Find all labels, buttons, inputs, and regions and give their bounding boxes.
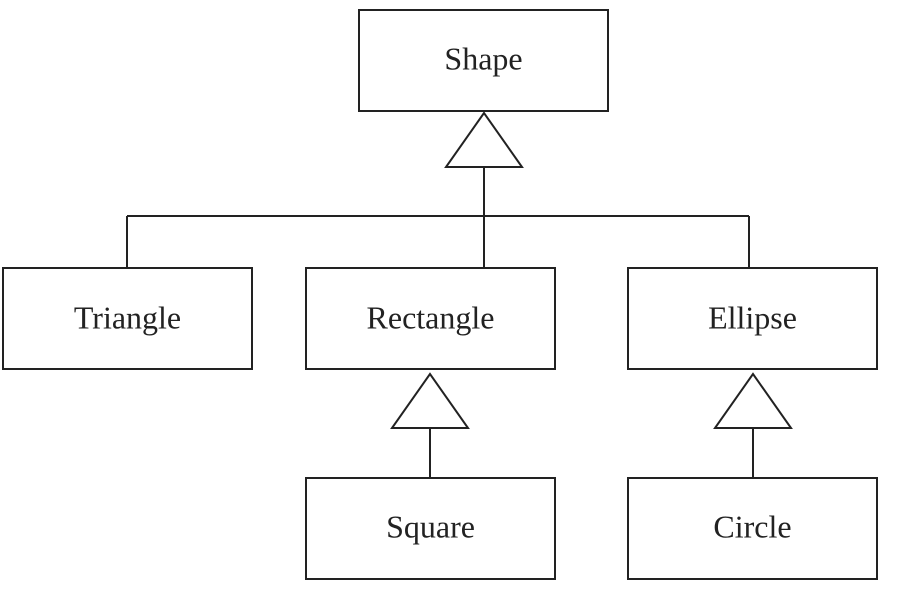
ellipse-inheritance-arrowhead: [713, 372, 793, 429]
class-node-rectangle: Rectangle: [305, 267, 556, 370]
shape-inheritance-arrowhead: [444, 111, 524, 168]
rectangle-generalization-connector: [390, 372, 470, 478]
class-label-circle: Circle: [713, 508, 791, 544]
shape-generalization-connectors: [126, 111, 750, 268]
class-node-shape: Shape: [358, 9, 609, 112]
class-node-square: Square: [305, 477, 556, 580]
class-box-circle: [627, 477, 878, 580]
class-box-ellipse: [627, 267, 878, 370]
class-node-ellipse: Ellipse: [627, 267, 878, 370]
class-label-triangle: Triangle: [74, 299, 181, 335]
class-box-square: [305, 477, 556, 580]
class-label-shape: Shape: [444, 40, 522, 76]
class-node-triangle: Triangle: [2, 267, 253, 370]
class-node-circle: Circle: [627, 477, 878, 580]
class-label-square: Square: [386, 508, 475, 544]
class-label-ellipse: Ellipse: [708, 299, 797, 335]
rectangle-inheritance-arrowhead: [390, 372, 470, 429]
class-box-triangle: [2, 267, 253, 370]
class-box-shape: [358, 9, 609, 112]
ellipse-generalization-connector: [713, 372, 793, 478]
class-box-rectangle: [305, 267, 556, 370]
class-label-rectangle: Rectangle: [367, 299, 495, 335]
